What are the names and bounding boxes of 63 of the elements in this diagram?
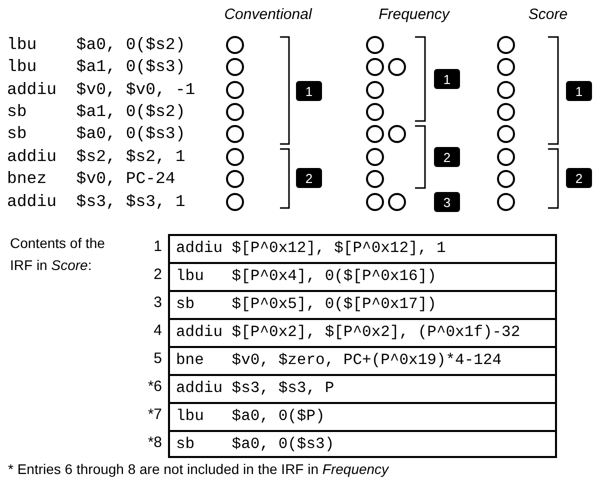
circle-mark — [226, 193, 244, 211]
instruction-row: lbu $a0, 0($P) — [168, 402, 557, 432]
instruction-row: addiu $[P^0x2], $[P^0x2], (P^0x1f)-32 — [168, 318, 557, 348]
number-badge: 3 — [434, 192, 460, 212]
circle-mark — [388, 125, 406, 143]
circle-mark — [366, 193, 384, 211]
entry-number: 3 — [152, 294, 162, 311]
instruction-row: bne $v0, $zero, PC+(P^0x19)*4-124 — [168, 346, 557, 376]
instruction-row: sb $[P^0x5], 0($[P^0x17]) — [168, 290, 557, 320]
number-badge: 1 — [296, 81, 322, 101]
entry-number: 2 — [152, 266, 162, 283]
table-caption: Contents of the IRF in Score: — [10, 234, 106, 275]
code-line: addiu $s2, $s2, 1 — [7, 146, 186, 168]
column-heading: Score — [527, 6, 569, 23]
circle-mark — [497, 170, 515, 188]
number-badge: 2 — [434, 147, 460, 167]
circle-mark — [226, 58, 244, 76]
number-badge: 1 — [566, 81, 592, 101]
circle-mark — [366, 36, 384, 54]
code-line: lbu $a1, 0($s3) — [7, 56, 186, 78]
circle-mark — [497, 193, 515, 211]
circle-mark — [226, 170, 244, 188]
code-line: addiu $v0, $v0, -1 — [7, 79, 196, 101]
circle-mark — [497, 81, 515, 99]
entry-number: 4 — [152, 322, 162, 339]
circle-mark — [226, 103, 244, 121]
code-line: lbu $a0, 0($s2) — [7, 34, 186, 56]
instruction-row: sb $a0, 0($s3) — [168, 430, 557, 458]
circle-mark — [366, 125, 384, 143]
footnote: * Entries 6 through 8 are not included in the IRF in Frequency — [8, 461, 389, 477]
column-heading: Frequency — [378, 6, 451, 23]
code-line: bnez $v0, PC-24 — [7, 168, 176, 190]
circle-mark — [226, 81, 244, 99]
code-line: sb $a0, 0($s3) — [7, 123, 186, 145]
circle-mark — [497, 148, 515, 166]
circle-mark — [366, 148, 384, 166]
instruction-row: addiu $[P^0x12], $[P^0x12], 1 — [168, 234, 557, 264]
number-badge: 2 — [566, 168, 592, 188]
circle-mark — [226, 125, 244, 143]
number-badge: 1 — [434, 69, 460, 89]
circle-mark — [366, 58, 384, 76]
entry-number: 1 — [152, 238, 162, 255]
code-line: sb $a1, 0($s2) — [7, 101, 186, 123]
instruction-row: addiu $s3, $s3, P — [168, 374, 557, 404]
entry-number: *8 — [146, 434, 162, 451]
circle-mark — [497, 103, 515, 121]
column-heading: Conventional — [223, 6, 314, 23]
instruction-row: lbu $[P^0x4], 0($[P^0x16]) — [168, 262, 557, 292]
number-badge: 2 — [296, 168, 322, 188]
circle-mark — [388, 58, 406, 76]
entry-number: *6 — [146, 378, 162, 395]
circle-mark — [388, 193, 406, 211]
circle-mark — [226, 36, 244, 54]
code-line: addiu $s3, $s3, 1 — [7, 191, 186, 213]
circle-mark — [366, 170, 384, 188]
circle-mark — [497, 58, 515, 76]
entry-number: 5 — [152, 350, 162, 367]
circle-mark — [497, 125, 515, 143]
circle-mark — [497, 36, 515, 54]
circle-mark — [226, 148, 244, 166]
circle-mark — [366, 81, 384, 99]
circle-mark — [366, 103, 384, 121]
entry-number: *7 — [146, 406, 162, 423]
